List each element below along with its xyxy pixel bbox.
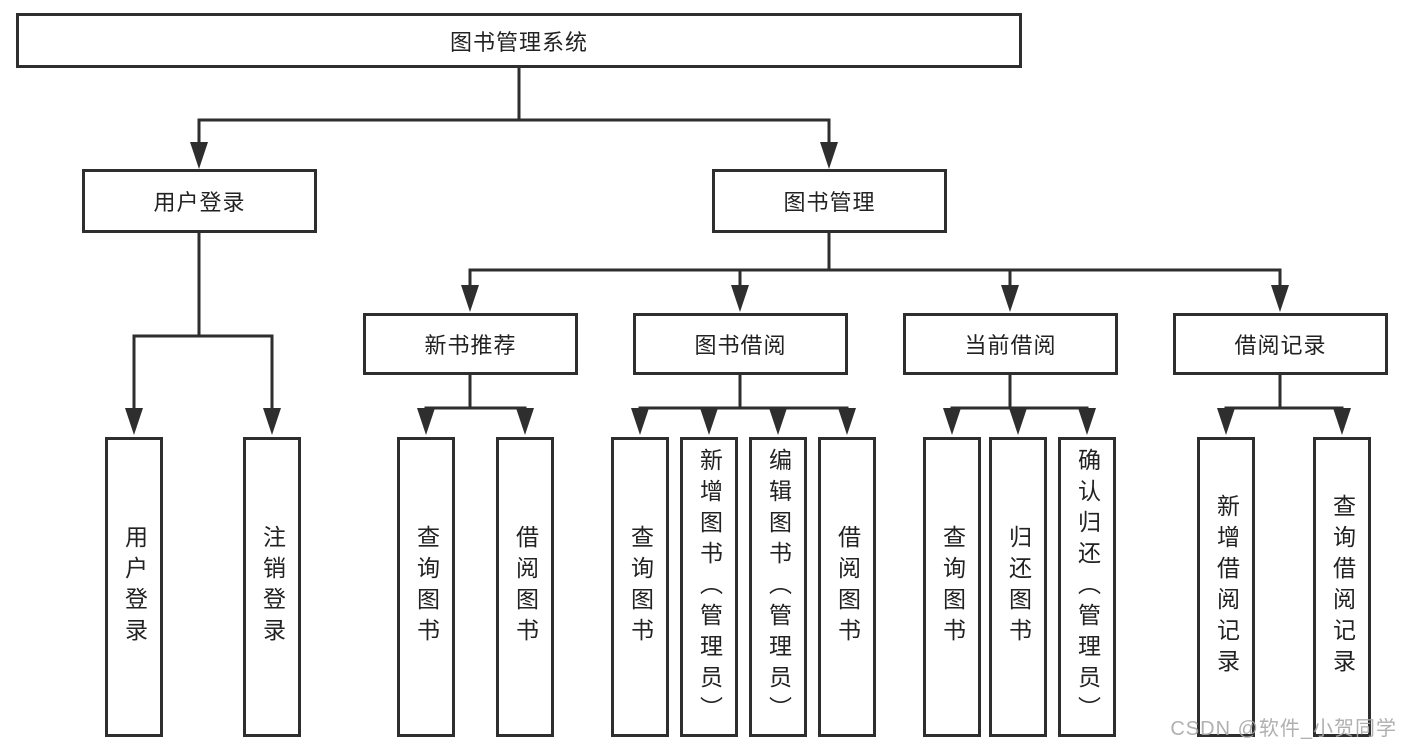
node-new-book-recommend: 新书推荐	[363, 313, 578, 375]
node-borrow-records: 借阅记录	[1173, 313, 1388, 375]
connector-root-to-level2	[190, 68, 838, 169]
node-leaf-logout: 注销登录	[243, 437, 301, 737]
connector-new-book-recommend-to-leaves	[417, 375, 534, 435]
node-leaf-query-books-borrow: 查询图书	[611, 437, 669, 737]
connector-book-borrow-to-leaves	[631, 375, 856, 435]
node-book-management: 图书管理	[712, 169, 947, 233]
node-leaf-borrow-books-recommend: 借阅图书	[496, 437, 554, 737]
node-leaf-query-books-current: 查询图书	[923, 437, 981, 737]
node-leaf-return-books: 归还图书	[989, 437, 1047, 737]
node-leaf-confirm-return-admin: 确认归还（管理员）	[1058, 437, 1116, 737]
node-leaf-add-borrow-record: 新增借阅记录	[1197, 437, 1255, 737]
node-leaf-user-login: 用户登录	[105, 437, 163, 737]
connector-borrow-records-to-leaves	[1217, 375, 1351, 435]
node-user-login: 用户登录	[82, 169, 317, 233]
connector-current-borrow-to-leaves	[943, 375, 1096, 435]
node-book-borrow: 图书借阅	[633, 313, 848, 375]
node-leaf-query-borrow-record: 查询借阅记录	[1313, 437, 1371, 737]
node-leaf-edit-books-admin: 编辑图书（管理员）	[749, 437, 807, 737]
node-library-management-system: 图书管理系统	[16, 13, 1022, 68]
node-current-borrow: 当前借阅	[903, 313, 1118, 375]
node-leaf-borrow-books: 借阅图书	[818, 437, 876, 737]
connector-book-management-to-level3	[461, 233, 1289, 312]
csdn-watermark: CSDN @软件_小贺同学	[1170, 718, 1397, 740]
node-leaf-query-books-recommend: 查询图书	[397, 437, 455, 737]
connector-user-login-to-leaves	[125, 233, 281, 435]
node-leaf-add-books-admin: 新增图书（管理员）	[680, 437, 738, 737]
